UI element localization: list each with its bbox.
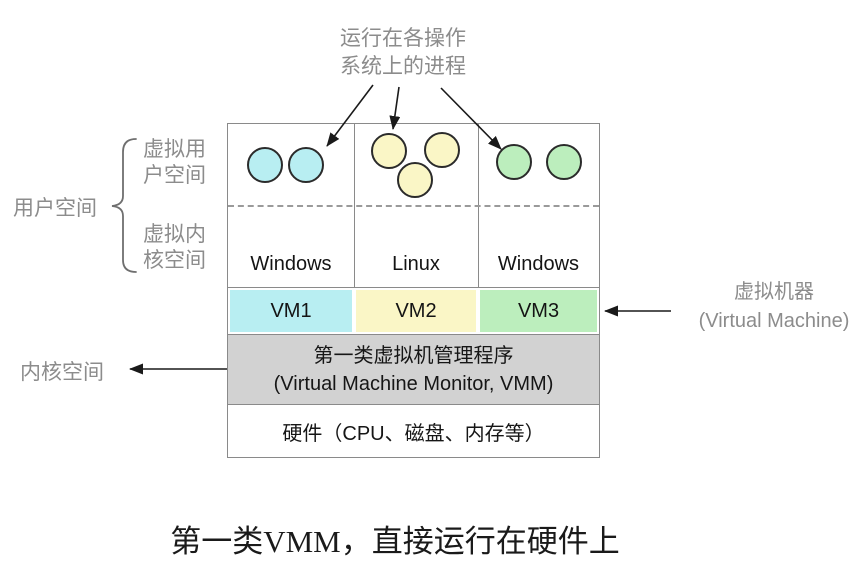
virtual-user-space-line1: 虚拟用 — [143, 138, 206, 161]
user-kernel-dashed-divider — [228, 205, 599, 207]
hardware-bar: 硬件（CPU、磁盘、内存等） — [228, 404, 599, 457]
user-space-label: 用户空间 — [13, 197, 97, 220]
virtual-user-space-label: 虚拟用 户空间 — [143, 137, 206, 189]
guest-os-label-linux: Linux — [392, 253, 440, 275]
figure-caption: 第一类VMM，直接运行在硬件上 — [170, 524, 620, 559]
processes-annotation-line2: 系统上的进程 — [340, 55, 466, 78]
virtual-user-space-line2: 户空间 — [143, 164, 206, 187]
virtual-machine-label: 虚拟机器 (Virtual Machine) — [688, 278, 860, 336]
vm1-cell: VM1 — [228, 288, 354, 334]
guest-os-row: Windows Linux Windows — [228, 124, 599, 287]
process-circle — [371, 133, 407, 169]
virtual-machine-label-line2: (Virtual Machine) — [698, 310, 850, 332]
vm2-cell: VM2 — [354, 288, 478, 334]
vmm-bar-line1: 第一类虚拟机管理程序 — [313, 344, 514, 367]
vmm-bar-line2: (Virtual Machine Monitor, VMM) — [273, 372, 554, 395]
processes-annotation: 运行在各操作 系统上的进程 — [293, 25, 513, 81]
vmm-bar: 第一类虚拟机管理程序 (Virtual Machine Monitor, VMM… — [228, 334, 599, 404]
process-circle — [247, 147, 283, 183]
processes-annotation-line1: 运行在各操作 — [340, 27, 466, 50]
guest-os-label-windows-1: Windows — [250, 253, 332, 275]
process-circle — [288, 147, 324, 183]
process-circle — [424, 132, 460, 168]
vm-stack-box: Windows Linux Windows VM1 VM2 VM3 第一类虚拟机… — [227, 123, 600, 458]
vm-row: VM1 VM2 VM3 — [228, 287, 599, 334]
process-circle — [397, 162, 433, 198]
hardware-bar-label: 硬件（CPU、磁盘、内存等） — [282, 422, 545, 445]
vm3-cell: VM3 — [478, 288, 599, 334]
virtual-kernel-space-line1: 虚拟内 — [143, 223, 206, 246]
virtual-machine-label-line1: 虚拟机器 — [734, 281, 814, 303]
user-space-brace — [111, 138, 137, 273]
virtual-kernel-space-line2: 核空间 — [143, 249, 206, 272]
virtual-kernel-space-label: 虚拟内 核空间 — [143, 222, 206, 274]
guest-os-label-windows-2: Windows — [497, 253, 580, 275]
process-circle — [546, 144, 582, 180]
kernel-space-label: 内核空间 — [20, 361, 104, 384]
process-circle — [496, 144, 532, 180]
